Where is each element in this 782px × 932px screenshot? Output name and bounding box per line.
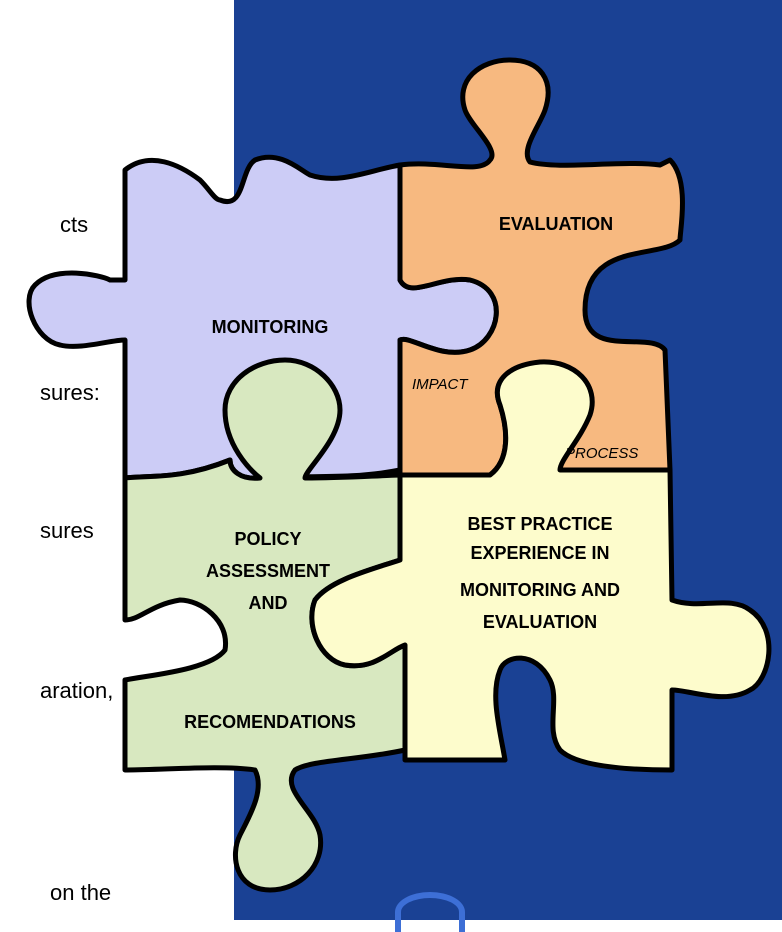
best-practice-label-line: BEST PRACTICE bbox=[467, 514, 612, 534]
policy-label-line: POLICY bbox=[234, 529, 301, 549]
evaluation-label: EVALUATION bbox=[499, 214, 613, 234]
policy-label-line: ASSESSMENT bbox=[206, 561, 330, 581]
left-text-fragment: sures: bbox=[40, 380, 100, 405]
best-practice-label-line: EVALUATION bbox=[483, 612, 597, 632]
left-text-fragment: sures bbox=[40, 518, 94, 543]
left-text-fragment: on the bbox=[50, 880, 112, 905]
left-text-fragment: aration, bbox=[40, 678, 114, 703]
left-text-fragment: cts bbox=[60, 212, 89, 237]
logo-partial-icon bbox=[395, 892, 465, 932]
best-practice-label-line: MONITORING AND bbox=[460, 580, 620, 600]
process-label: PROCESS bbox=[565, 445, 638, 462]
impact-label: IMPACT bbox=[412, 376, 469, 393]
monitoring-label: MONITORING bbox=[212, 317, 329, 337]
evaluation-piece bbox=[397, 57, 685, 478]
policy-label-line: AND bbox=[249, 593, 288, 613]
policy-label-bottom: RECOMENDATIONS bbox=[184, 712, 356, 732]
best-practice-piece bbox=[309, 359, 772, 773]
best-practice-label-line: EXPERIENCE IN bbox=[470, 543, 609, 563]
